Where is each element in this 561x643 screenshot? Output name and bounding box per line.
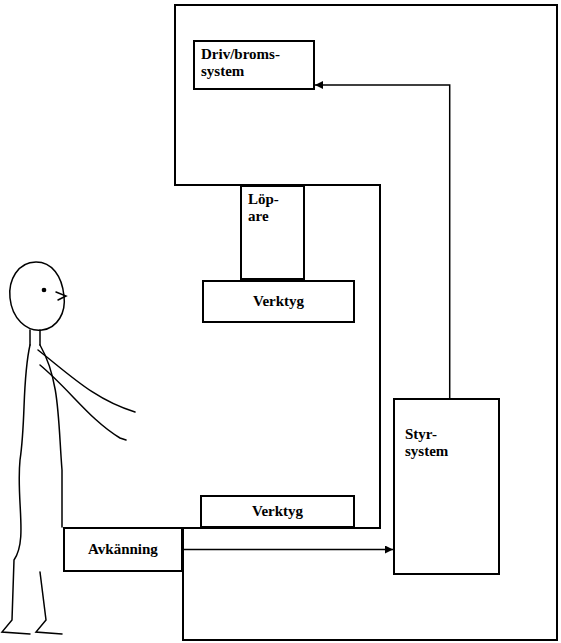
lower-tool-box: Verktyg [200, 495, 355, 528]
node-label: Styr- system [405, 426, 448, 461]
drive-brake-box: Driv/broms- system [193, 40, 315, 90]
node-label: Löp- are [248, 191, 279, 226]
node-label: Verktyg [252, 503, 303, 520]
node-label: Avkänning [88, 541, 158, 558]
operator-figure [2, 262, 135, 634]
signal-arrow [183, 549, 393, 551]
control-box: Styr- system [393, 398, 500, 575]
signal-arrow [315, 85, 450, 398]
press-frame [175, 5, 557, 640]
ram-box: Löp- are [240, 185, 305, 280]
upper-tool-box: Verktyg [202, 280, 355, 323]
node-label: Verktyg [253, 293, 304, 310]
node-label: Driv/broms- system [201, 46, 280, 81]
sensor-box: Avkänning [63, 527, 183, 572]
